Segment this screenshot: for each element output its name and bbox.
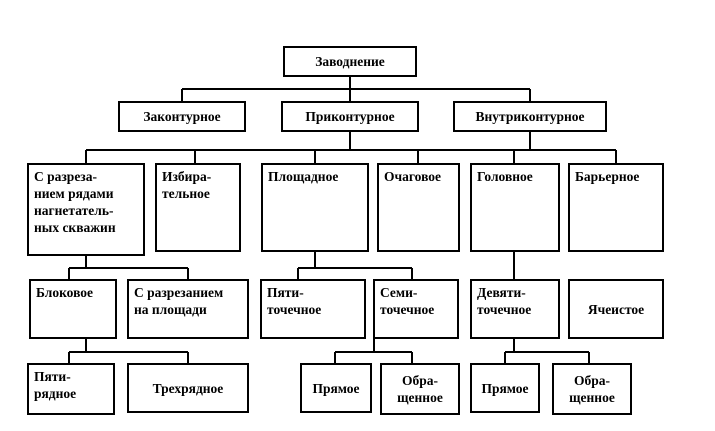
- node-razrezanie-ryadami: С разреза- нием рядами нагнетатель- ных …: [27, 163, 145, 256]
- node-semitochechnoe: Семи- точечное: [373, 279, 459, 339]
- node-ploshchadnoe: Площадное: [261, 163, 369, 252]
- node-trekhryadnoe: Трехрядное: [127, 363, 249, 413]
- node-obrashchennoe-semi: Обра- щенное: [380, 363, 460, 415]
- node-golovnoe: Головное: [470, 163, 560, 252]
- node-izbiratelnoe: Избира- тельное: [155, 163, 241, 252]
- node-razrezanie-ploshchadi: С разрезанием на площади: [127, 279, 249, 339]
- node-obrashchennoe-devyati: Обра- щенное: [552, 363, 632, 415]
- node-baryernoe: Барьерное: [568, 163, 664, 252]
- node-pryamoe-devyati: Прямое: [470, 363, 540, 413]
- node-prikonturnoe: Приконтурное: [281, 101, 419, 132]
- node-pyatitochechnoe: Пяти- точечное: [260, 279, 366, 339]
- node-pryamoe-semi: Прямое: [300, 363, 372, 413]
- node-zakonturnoe: Законтурное: [118, 101, 246, 132]
- node-vnutrikonturnoe: Внутриконтурное: [453, 101, 607, 132]
- node-zavodnenie: Заводнение: [283, 46, 417, 77]
- node-blokovoe: Блоковое: [29, 279, 117, 339]
- node-devyatitochechnoe: Девяти- точечное: [470, 279, 560, 339]
- node-pyatiryadnoe: Пяти- рядное: [27, 363, 115, 415]
- node-ochagovoe: Очаговое: [377, 163, 460, 252]
- node-yacheistoe: Ячеистое: [568, 279, 664, 339]
